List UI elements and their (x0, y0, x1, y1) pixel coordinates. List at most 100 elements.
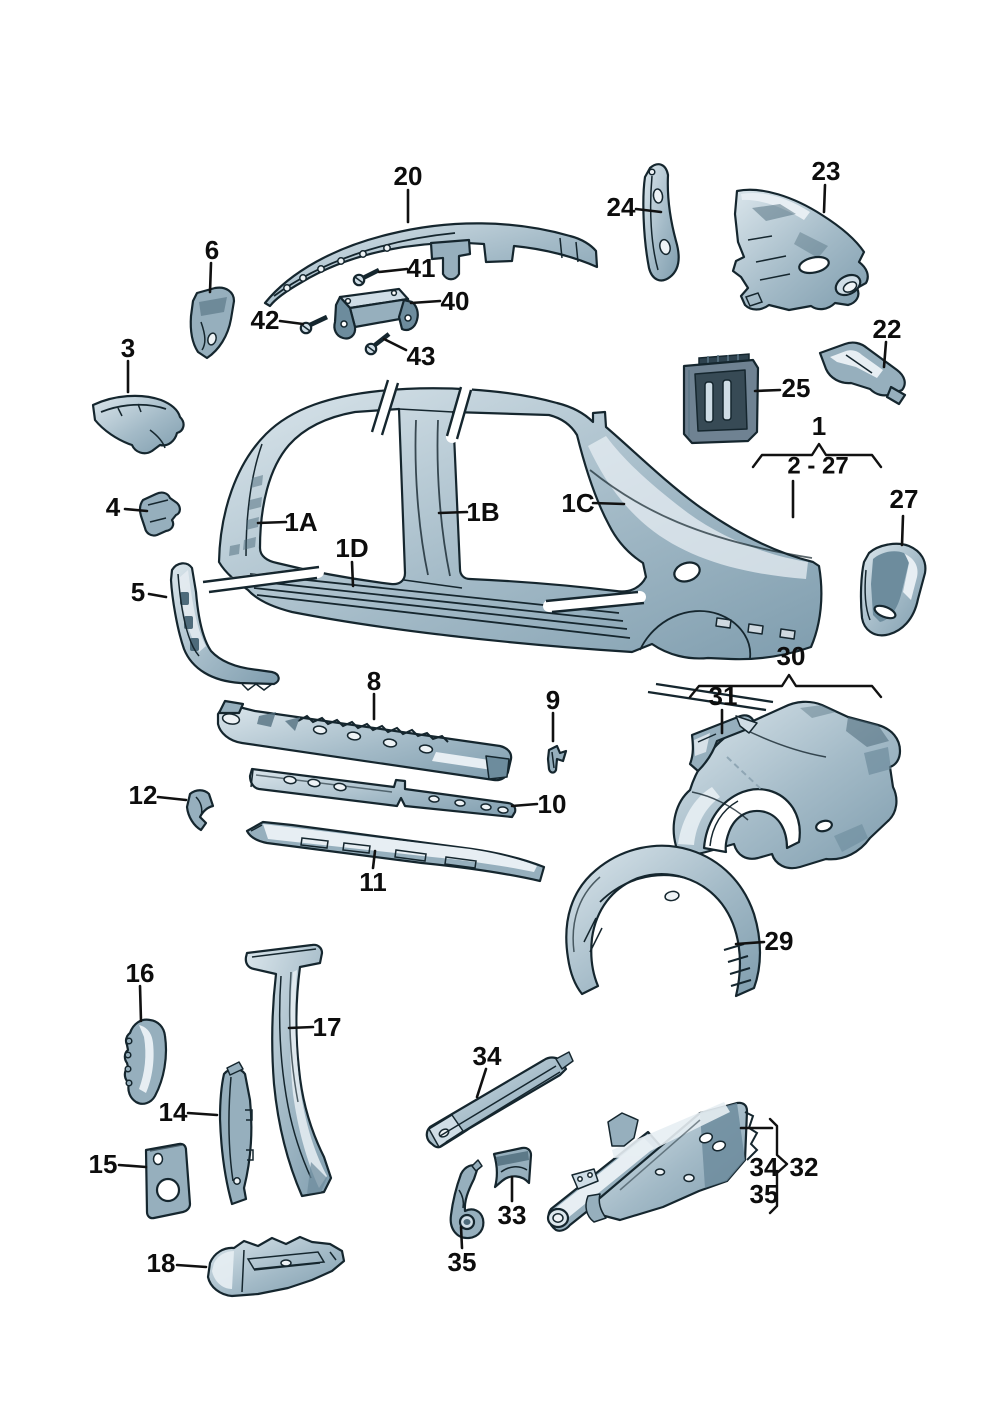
callout-27: 27 (890, 484, 919, 514)
part-30-inner-wheelhouse-assembly (672, 700, 902, 870)
callout-35b: 35 (750, 1179, 779, 1209)
part-34-closing-rail (425, 1051, 574, 1149)
callout-2-27: 2 - 27 (787, 453, 848, 480)
callout-6: 6 (205, 235, 219, 265)
callout-1C: 1C (561, 488, 594, 518)
callout-31: 31 (709, 681, 738, 711)
part-8-crossmember-upper (216, 699, 513, 782)
part-23-rear-corner-panel (731, 188, 869, 312)
callout-41: 41 (407, 253, 436, 283)
callout-40: 40 (441, 286, 470, 316)
part-3-upper-rail (91, 394, 185, 455)
callout-22: 22 (873, 314, 902, 344)
callout-24: 24 (607, 192, 636, 222)
leader-35a (459, 1225, 464, 1250)
callout-30: 30 (777, 641, 806, 671)
leader-17 (287, 1025, 315, 1030)
leader-15 (117, 1163, 148, 1169)
leader-1C (591, 501, 626, 506)
dashed-link-31-to-30 (726, 756, 763, 791)
callout-35a: 35 (448, 1247, 477, 1277)
leader-25 (753, 388, 782, 393)
part-14-b-pillar-inner (218, 1061, 254, 1206)
leader-12 (156, 795, 188, 802)
part-11-crossmember-lower (245, 820, 546, 883)
callout-1: 1 (812, 411, 826, 441)
callout-25: 25 (782, 373, 811, 403)
leader-1B (437, 510, 469, 515)
part-32-longitudinal-member-assembly (546, 1101, 759, 1232)
callout-33: 33 (498, 1200, 527, 1230)
bracket-32-group (768, 1117, 789, 1215)
part-25-lock-pillar-bracket (682, 353, 760, 445)
leader-18 (175, 1263, 208, 1269)
part-10-crossmember-middle (248, 767, 517, 819)
callout-1A: 1A (284, 507, 317, 537)
callout-14: 14 (159, 1097, 188, 1127)
part-24-corner-reinforcement (642, 163, 680, 282)
bracket-1-group (751, 442, 883, 469)
leader-10 (510, 802, 539, 808)
callout-10: 10 (538, 789, 567, 819)
callout-18: 18 (147, 1248, 176, 1278)
leader-29 (734, 940, 766, 946)
leader-5 (147, 592, 168, 599)
callout-9: 9 (546, 685, 560, 715)
part-17-b-pillar-reinforcement (244, 943, 333, 1198)
callout-34b: 34 (750, 1152, 779, 1182)
bracket-30-group (688, 673, 883, 699)
part-20-roof-frame-rail (263, 222, 599, 308)
part-5-a-pillar-lower (169, 562, 280, 691)
part-22-bracket (818, 341, 907, 406)
leader-40 (409, 299, 442, 305)
part-35-lever-bracket (449, 1159, 485, 1240)
leader-4 (123, 507, 149, 513)
callout-3: 3 (121, 333, 135, 363)
screw-41-icon (352, 267, 381, 287)
leader-1D (350, 560, 355, 588)
leader-24 (634, 207, 663, 214)
leader-22 (882, 340, 888, 369)
callout-5: 5 (131, 577, 145, 607)
callout-32: 32 (790, 1152, 819, 1182)
part-12-corner-gusset (185, 789, 215, 832)
part-29-outer-wheel-arch (565, 844, 762, 998)
leader-16 (138, 984, 143, 1023)
callout-29: 29 (765, 926, 794, 956)
callout-17: 17 (313, 1012, 342, 1042)
leader-41 (377, 267, 409, 274)
part-33-saddle-bracket (492, 1146, 533, 1189)
leader-43 (382, 337, 408, 352)
part-16-reinforcement-strip (123, 1018, 168, 1105)
callout-12: 12 (129, 780, 158, 810)
leader-23 (822, 183, 827, 214)
callout-1B: 1B (466, 497, 499, 527)
leader-14 (186, 1111, 219, 1117)
screw-43-icon (364, 332, 391, 356)
part-1-side-frame (202, 374, 823, 712)
leader-34a (475, 1067, 488, 1099)
leader-1A (256, 520, 288, 525)
callout-34a: 34 (473, 1041, 502, 1071)
callout-4: 4 (106, 492, 121, 522)
leader-27 (900, 514, 905, 547)
callout-23: 23 (812, 156, 841, 186)
leader-6 (208, 261, 213, 294)
part-4-small-bracket (138, 491, 181, 537)
part-15-gasket-plate (144, 1142, 192, 1220)
callout-8: 8 (367, 666, 381, 696)
callout-11: 11 (359, 867, 387, 897)
leader-11 (371, 849, 377, 870)
part-40-mounting-bracket (333, 287, 419, 340)
callout-15: 15 (89, 1149, 118, 1179)
part-18-sill-inner-member (206, 1235, 346, 1298)
part-27-quarter-closing-panel (859, 542, 927, 637)
part-31-support-bracket (688, 714, 758, 773)
callout-42: 42 (251, 305, 280, 335)
screw-42-icon (299, 314, 328, 335)
callout-1D: 1D (335, 533, 368, 563)
part-6-pillar-bracket (189, 286, 236, 360)
